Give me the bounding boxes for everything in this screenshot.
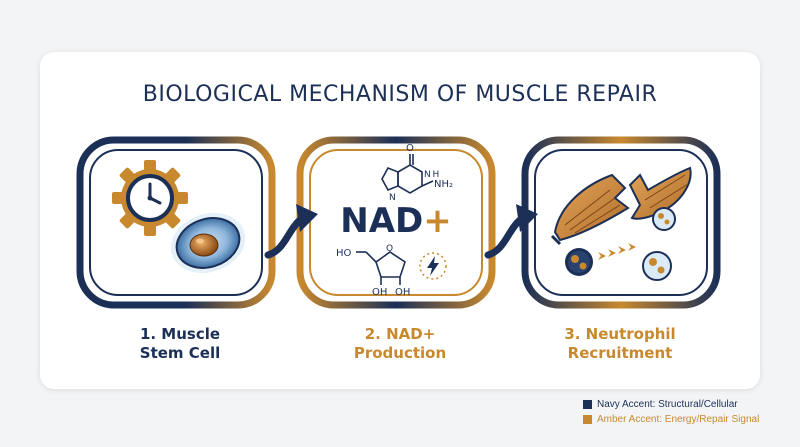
- step-2-line-1: 2. NAD+: [364, 325, 436, 343]
- step-1-label: 1. Muscle Stem Cell: [80, 325, 280, 363]
- legend-swatch-navy: [583, 400, 592, 409]
- step-1-line-1: 1. Muscle: [139, 325, 221, 343]
- legend-label-amber: Amber Accent: Energy/Repair Signal: [597, 414, 760, 425]
- nad-label: NAD+: [340, 201, 452, 241]
- adenine-o-label: O: [406, 143, 414, 154]
- legend-item-amber: Amber Accent: Energy/Repair Signal: [583, 412, 759, 427]
- legend-item-navy: Navy Accent: Structural/Cellular: [583, 397, 759, 412]
- step-1-line-2: Stem Cell: [139, 344, 221, 362]
- arrow-2-to-3: [484, 204, 538, 259]
- ribose-o-label: O: [386, 244, 393, 254]
- ribose-oh-left-label: OH: [372, 287, 387, 298]
- stem-cell-icon: [170, 213, 246, 273]
- panel-1-frame: [76, 136, 276, 309]
- neutrophil-icon: [565, 207, 676, 281]
- legend-label-navy: Navy Accent: Structural/Cellular: [597, 399, 738, 410]
- energy-bolt-icon: [419, 252, 447, 280]
- clock-gear-icon: [112, 160, 188, 236]
- adenine-nh2-label: NH₂: [434, 179, 453, 190]
- torn-muscle-icon: [550, 166, 692, 246]
- step-3-line-1: 3. Neutrophil: [564, 325, 676, 343]
- adenine-molecule-icon: O N H NH₂ N: [381, 143, 453, 203]
- migration-chevrons: [598, 243, 636, 260]
- panel-3-frame: [521, 136, 721, 309]
- legend-swatch-amber: [583, 415, 592, 424]
- arrow-1-to-2: [264, 204, 318, 259]
- legend: Navy Accent: Structural/Cellular Amber A…: [583, 397, 759, 427]
- ribose-sugar-icon: HO OH OH O: [336, 244, 410, 298]
- adenine-n-label: N: [389, 193, 396, 203]
- ribose-oh-right-label: OH: [395, 287, 410, 298]
- step-3-label: 3. Neutrophil Recruitment: [520, 325, 720, 363]
- ribose-ho-label: HO: [336, 248, 352, 259]
- diagram-title: BIOLOGICAL MECHANISM OF MUSCLE REPAIR: [142, 82, 658, 107]
- step-3-line-2: Recruitment: [567, 344, 673, 362]
- adenine-nh-label: N H: [424, 170, 439, 180]
- step-2-label: 2. NAD+ Production: [300, 325, 500, 363]
- step-2-line-2: Production: [353, 344, 447, 362]
